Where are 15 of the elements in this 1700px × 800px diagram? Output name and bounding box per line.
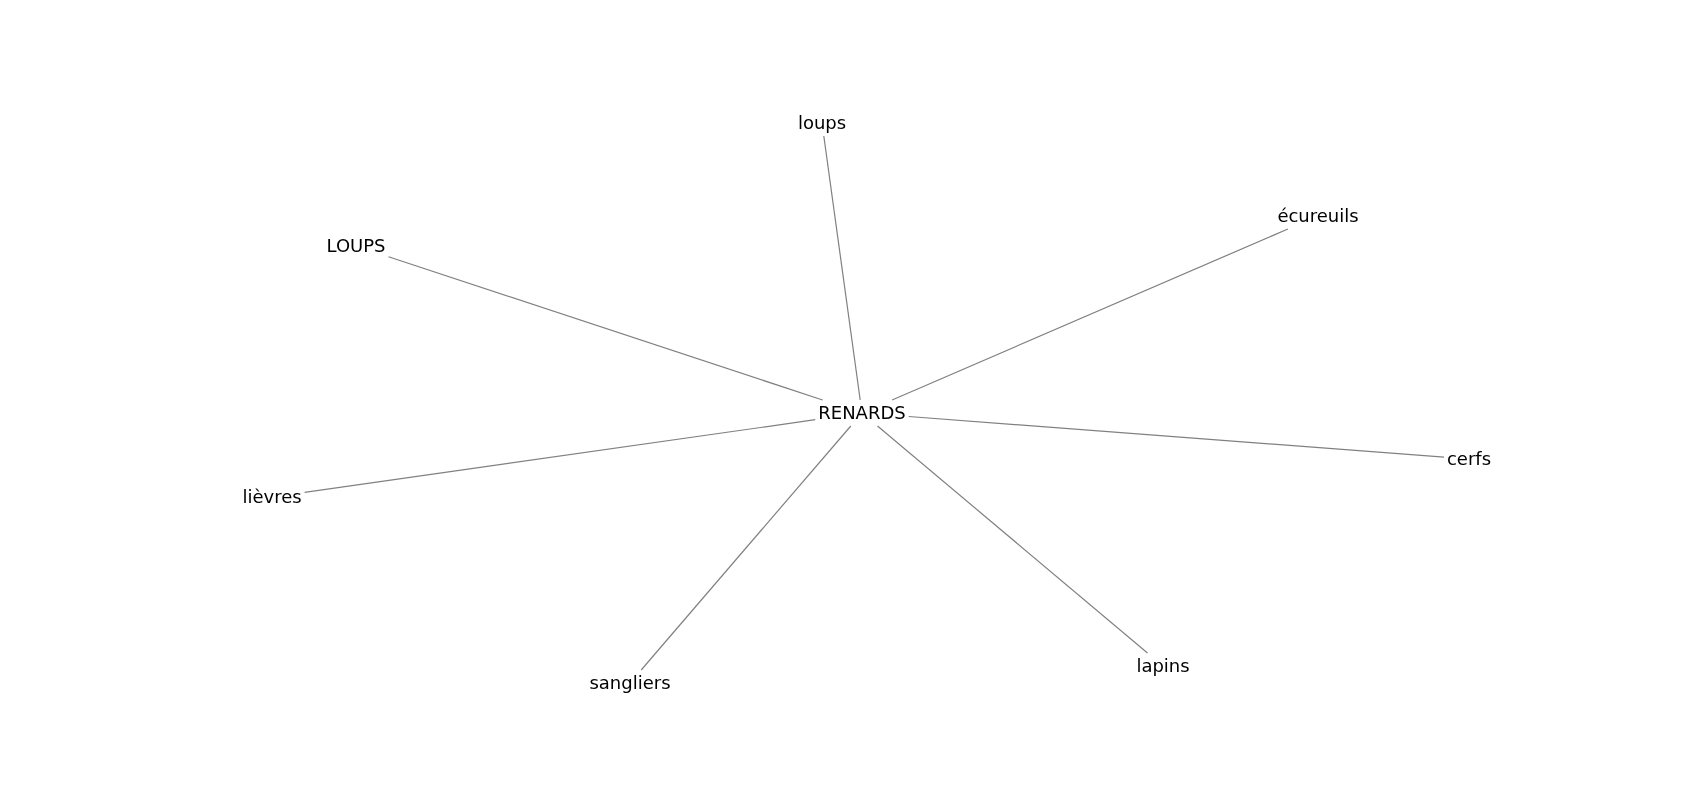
node-label: écureuils [1277, 206, 1359, 226]
node-label: LOUPS [326, 236, 386, 256]
connector-line [387, 256, 824, 401]
node-label: lièvres [242, 487, 302, 507]
connector-line [891, 228, 1289, 401]
connector-line [908, 415, 1445, 458]
connector-line [823, 135, 861, 401]
node-label: loups [797, 113, 847, 133]
connector-line [304, 419, 816, 493]
node-label: RENARDS [818, 403, 906, 423]
node-label: sangliers [589, 673, 671, 693]
node-label: lapins [1136, 656, 1190, 676]
node-label: cerfs [1446, 449, 1492, 469]
connector-line [876, 425, 1149, 654]
connector-line [640, 425, 852, 671]
